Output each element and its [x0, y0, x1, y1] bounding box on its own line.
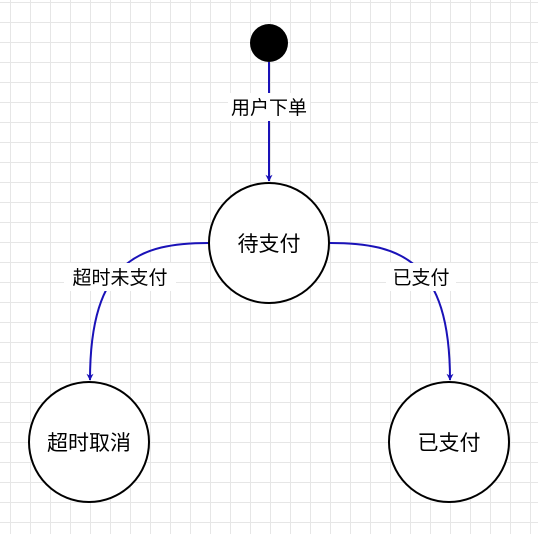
state-paid-circle — [388, 381, 510, 503]
transition-place-order[interactable]: 用户下单 — [228, 62, 310, 182]
transition-timeout-unpaid[interactable]: 超时未支付 — [64, 242, 210, 381]
transition-place-order-label: 用户下单 — [231, 97, 307, 119]
state-timeout-cancel[interactable]: 超时取消 — [28, 381, 150, 503]
state-timeout-cancel-label: 超时取消 — [47, 431, 131, 455]
transition-place-order-label-bg — [228, 93, 310, 121]
transition-paid[interactable]: 已支付 — [329, 242, 456, 381]
state-paid[interactable]: 已支付 — [388, 381, 510, 503]
state-paid-label: 已支付 — [418, 431, 481, 455]
transition-timeout-unpaid-label-bg — [64, 263, 176, 291]
transition-timeout-unpaid-label: 超时未支付 — [72, 267, 167, 289]
transition-paid-label-bg — [386, 263, 456, 291]
state-pending-payment-circle — [208, 182, 330, 304]
state-pending-payment[interactable]: 待支付 — [208, 182, 330, 304]
transition-paid-label: 已支付 — [392, 267, 449, 289]
initial-node-icon — [250, 24, 288, 62]
state-pending-payment-label: 待支付 — [238, 232, 301, 256]
state-timeout-cancel-circle — [28, 381, 150, 503]
